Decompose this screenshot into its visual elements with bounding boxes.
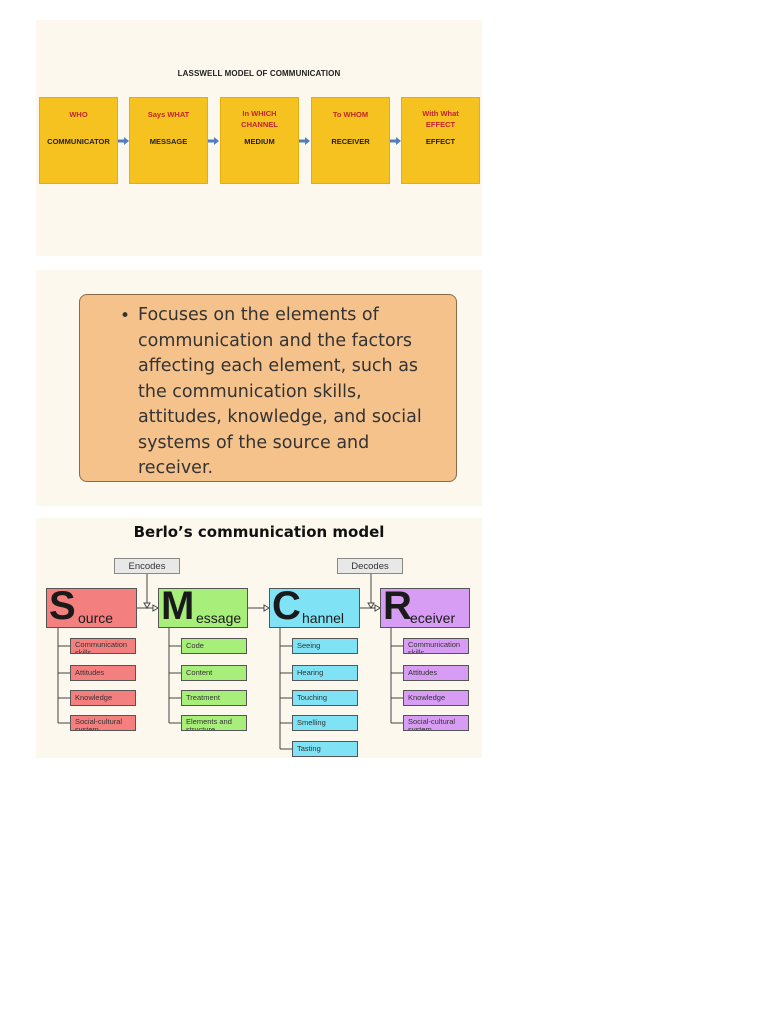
lasswell-panel: LASSWELL MODEL OF COMMUNICATION WHO COMM…: [36, 20, 482, 256]
channel-initial: C: [272, 584, 301, 628]
lasswell-box-says-what: Says WHAT MESSAGE: [129, 97, 208, 184]
receiver-item: Knowledge: [403, 690, 469, 706]
decodes-label: Decodes: [337, 558, 403, 574]
arrow-right-icon: [208, 137, 219, 145]
source-item: Communication skills: [70, 638, 136, 654]
message-box: M essage: [158, 584, 248, 628]
source-item: Social-cultural system: [70, 715, 136, 731]
message-initial: M: [161, 584, 195, 628]
source-rest: ource: [78, 610, 114, 626]
focus-panel: • Focuses on the elements of communicati…: [36, 270, 482, 506]
lasswell-box-to-whom: To WHOM RECEIVER: [311, 97, 390, 184]
encodes-label: Encodes: [114, 558, 180, 574]
message-rest: essage: [196, 610, 242, 626]
lasswell-question: With What EFFECT: [422, 109, 459, 129]
channel-item: Tasting: [292, 741, 358, 757]
receiver-item: Attitudes: [403, 665, 469, 681]
focus-callout: • Focuses on the elements of communicati…: [79, 294, 457, 482]
channel-item: Smelling: [292, 715, 358, 731]
bullet-icon: •: [120, 306, 131, 326]
arrow-right-icon: [390, 137, 401, 145]
lasswell-box-who: WHO COMMUNICATOR: [39, 97, 118, 184]
berlo-connectors: [57, 574, 403, 750]
channel-rest: hannel: [302, 610, 345, 626]
receiver-item: Social-cultural system: [403, 715, 469, 731]
focus-text: Focuses on the elements of communication…: [138, 305, 422, 478]
lasswell-title: LASSWELL MODEL OF COMMUNICATION: [177, 69, 341, 78]
message-item: Content: [181, 665, 247, 681]
berlo-title: Berlo’s communication model: [133, 523, 385, 541]
lasswell-role: MESSAGE: [149, 137, 188, 146]
receiver-box: R eceiver: [380, 584, 470, 628]
channel-item: Seeing: [292, 638, 358, 654]
channel-item: Touching: [292, 690, 358, 706]
arrow-right-icon: [299, 137, 310, 145]
lasswell-box-with-what-effect: With What EFFECT EFFECT: [401, 97, 480, 184]
message-item: Code: [181, 638, 247, 654]
message-item: Treatment: [181, 690, 247, 706]
receiver-initial: R: [383, 584, 412, 628]
source-box: S ource: [46, 584, 137, 628]
lasswell-role: MEDIUM: [244, 137, 275, 146]
source-initial: S: [49, 584, 76, 628]
lasswell-question: To WHOM: [332, 110, 369, 119]
channel-box: C hannel: [269, 584, 360, 628]
berlo-panel: Berlo’s communication model: [36, 518, 482, 758]
lasswell-question: In WHICH CHANNEL: [241, 109, 278, 129]
source-item: Knowledge: [70, 690, 136, 706]
receiver-item: Communication skills: [403, 638, 469, 654]
lasswell-box-in-which-channel: In WHICH CHANNEL MEDIUM: [220, 97, 299, 184]
lasswell-question: Says WHAT: [147, 110, 190, 119]
receiver-rest: eceiver: [410, 610, 456, 626]
message-item: Elements and structure: [181, 715, 247, 731]
arrow-right-icon: [118, 137, 129, 145]
channel-item: Hearing: [292, 665, 358, 681]
lasswell-role: RECEIVER: [331, 137, 370, 146]
lasswell-question: WHO: [69, 110, 88, 119]
lasswell-role: COMMUNICATOR: [47, 137, 110, 146]
lasswell-role: EFFECT: [425, 137, 456, 146]
source-item: Attitudes: [70, 665, 136, 681]
